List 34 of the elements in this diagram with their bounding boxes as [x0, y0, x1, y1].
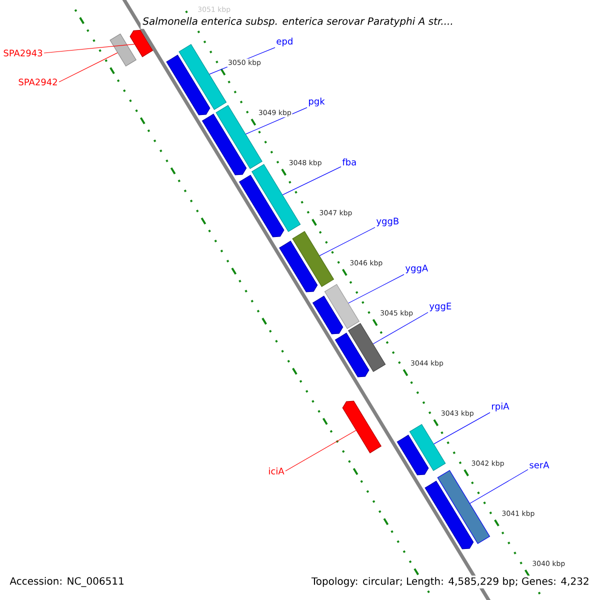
accession-text: Accession: NC_006511 — [8, 576, 126, 588]
genome-info-text: Topology: circular; Length: 4,585,229 bp; Genes: 4,232 — [310, 576, 591, 588]
gene-label: SPA2943 — [4, 50, 42, 56]
leader-line — [58, 52, 118, 82]
leader-line — [434, 412, 490, 444]
leader-line — [285, 430, 356, 472]
gene-bar — [130, 30, 154, 58]
leader-line — [372, 312, 428, 344]
gene-bar — [166, 54, 210, 116]
gene-label: pgk — [309, 98, 325, 106]
gene-label: SPA2942 — [18, 78, 57, 86]
gene-bar — [279, 240, 318, 292]
gene-bar — [312, 296, 344, 334]
leader-line — [282, 166, 342, 196]
gene-label: yggE — [429, 302, 452, 312]
gene-label: iciA — [269, 468, 284, 474]
gene-label: yggA — [405, 264, 428, 274]
gene-bar — [334, 332, 370, 378]
gene-label: fba — [342, 158, 356, 166]
gene-bar — [202, 114, 247, 176]
gene-bar — [238, 174, 284, 238]
leader-line — [246, 107, 308, 134]
gene-label: epd — [276, 38, 292, 46]
gene-bar — [424, 480, 474, 550]
title: Salmonella enterica subsp. enterica serovar Paratyphi A str.... — [140, 15, 456, 29]
leader-line — [348, 274, 404, 304]
gene-label: yggB — [376, 218, 398, 226]
gene-label: rpiA — [492, 402, 510, 412]
leader-line — [470, 469, 528, 504]
leader-line — [44, 44, 135, 54]
gene-label: serA — [530, 462, 550, 468]
gene-bar — [342, 400, 382, 454]
leader-line — [319, 227, 376, 256]
gene-bar — [396, 434, 429, 476]
